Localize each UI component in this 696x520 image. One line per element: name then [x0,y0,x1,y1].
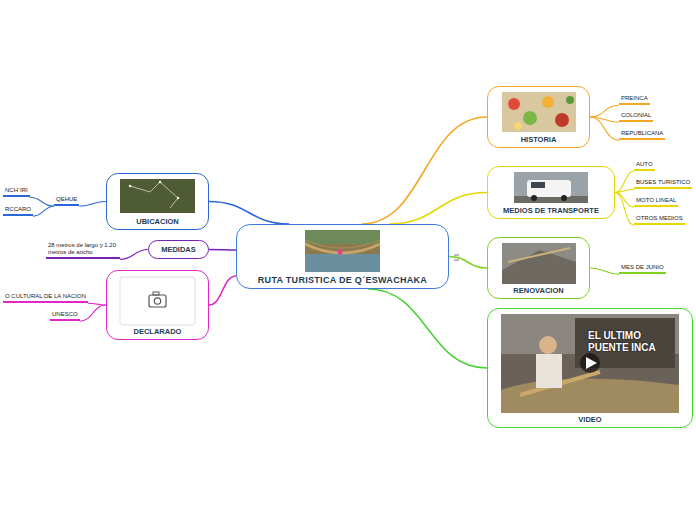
leaf-topic: REPUBLICANA [619,130,665,140]
topic-box: VIDEO [487,308,693,428]
branch-connector [615,171,634,192]
leaf-text: MES DE JUNIO [621,264,664,271]
topic-title: VIDEO [578,415,601,424]
topic-pill: MEDIDAS [148,240,209,259]
branch-connector [615,193,634,208]
branch-connector [590,268,619,274]
leaf-text: O CULTURAL DE LA NACION [5,293,86,300]
bridge-photo [305,230,380,272]
map-image [120,179,195,213]
leaf-text: UNESCO [52,311,78,318]
leaf-text: 28 metros de largo y 1.20 metros de anch… [48,242,118,256]
leaf-text: COLONIAL [621,112,651,119]
leaf-topic: BUSES TURISTICO [634,179,692,189]
topic-box: DECLARADO [106,270,209,340]
video-caption: EL ULTIMO PUENTE INCA [588,330,672,353]
leaf-text: MOTO LINEAL [636,197,676,204]
van-photo [514,172,588,203]
leaf-text: AUTO [636,161,653,168]
branch-connector [209,202,289,225]
historia-photo [502,92,576,132]
topic-title: RUTA TURISTICA DE Q´ESWACHAKA [258,275,427,285]
branch-connector [120,250,148,260]
branch-connector [449,257,487,269]
leaf-topic: O CULTURAL DE LA NACION [3,293,88,303]
branch-connector [615,193,634,226]
leaf-text: OTROS MEDIOS [636,215,683,222]
topic-title: UBICACION [136,217,179,226]
leaf-topic: PREINCA [619,95,650,105]
topic-title: MEDIDAS [161,245,196,254]
camera-placeholder [120,277,195,325]
leaf-topic: QEHUE [54,196,79,206]
leaf-topic: COLONIAL [619,112,653,122]
branch-connector [209,276,236,305]
leaf-topic: UNESCO [50,311,80,321]
topic-title: RENOVACION [513,286,563,295]
branch-connector [80,305,106,321]
topic-box: MEDIOS DE TRANSPORTE [487,166,615,219]
leaf-text: NCH´IRI [5,187,28,194]
leaf-topic: AUTO [634,161,655,171]
topic-title: MEDIOS DE TRANSPORTE [503,206,599,215]
branch-connector [368,289,487,368]
topic-box: UBICACION [106,173,209,230]
central-topic: RUTA TURISTICA DE Q´ESWACHAKA [236,224,449,289]
branch-connector [33,206,54,216]
leaf-topic: OTROS MEDIOS [634,215,685,225]
branch-connector [362,117,487,224]
branch-connector [79,202,106,207]
topic-title: HISTORIA [521,135,557,144]
branch-connector [590,105,619,117]
video-thumbnail [501,314,679,413]
topic-title: DECLARADO [134,327,182,336]
branch-connector [590,117,619,140]
branch-connector [209,249,236,251]
leaf-text: QEHUE [56,196,77,203]
leaf-text: BUSES TURISTICO [636,179,690,186]
leaf-topic: MOTO LINEAL [634,197,678,207]
leaf-topic: RCCARO [3,206,33,216]
branch-connector [615,189,634,192]
leaf-topic: MES DE JUNIO [619,264,666,274]
topic-box: HISTORIA [487,86,590,148]
leaf-topic: NCH´IRI [3,187,30,197]
leaf-text: REPUBLICANA [621,130,663,137]
topic-box: RENOVACION [487,237,590,299]
branch-connector [389,193,487,225]
leaf-topic: 28 metros de largo y 1.20 metros de anch… [46,242,120,259]
leaf-text: PREINCA [621,95,648,102]
renovation-photo [502,243,576,284]
branch-connector [30,197,54,206]
leaf-text: RCCARO [5,206,31,213]
